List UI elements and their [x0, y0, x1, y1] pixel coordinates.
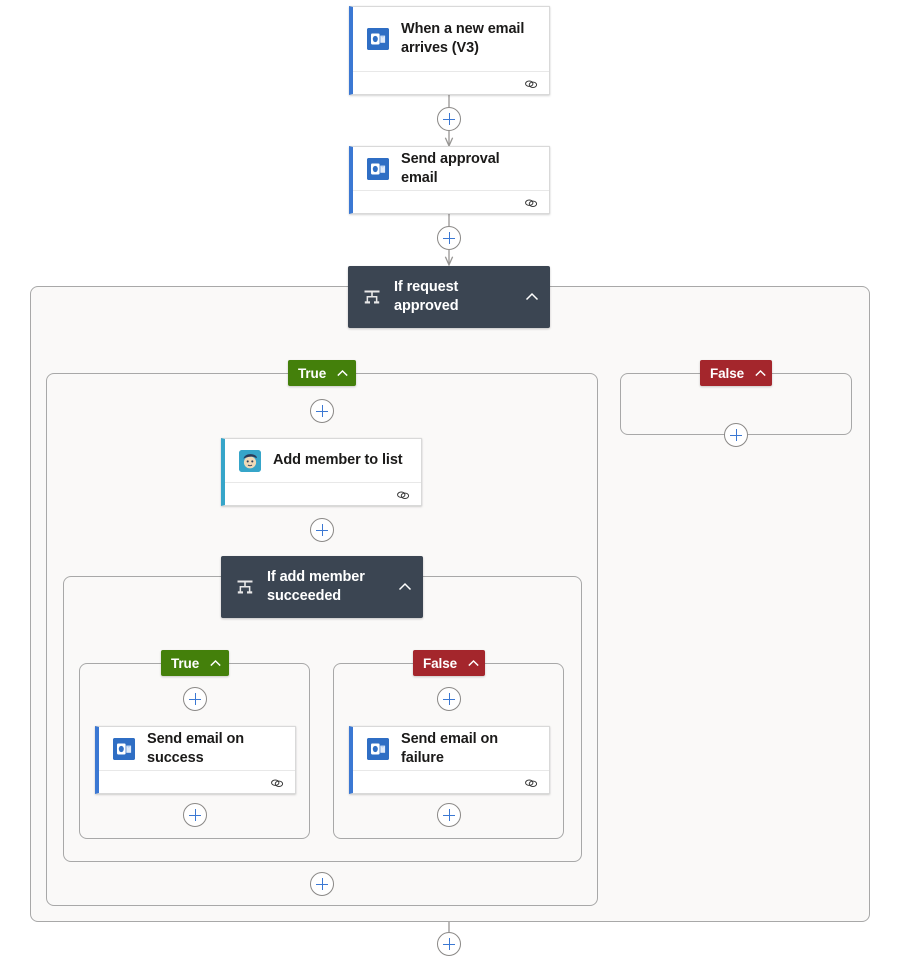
outlook-icon: [367, 157, 389, 180]
branch-label: True: [298, 365, 327, 381]
card-footer: [225, 482, 421, 505]
card-title: When a new email arrives (V3): [401, 21, 525, 56]
card-title: Send approval email: [401, 150, 500, 186]
link-icon[interactable]: [270, 776, 284, 788]
action-card-when-a-new-email-arrives[interactable]: When a new email arrives (V3): [349, 6, 550, 95]
card-header: Send email on success: [99, 727, 295, 770]
chevron-up-icon[interactable]: [466, 656, 481, 671]
outlook-icon: [113, 737, 135, 760]
card-title: Send email on failure: [401, 730, 498, 766]
add-button-after-send-email-on-success[interactable]: [183, 803, 207, 827]
branch-badge-outer-true[interactable]: True: [288, 360, 356, 386]
add-button-after-send-approval-email[interactable]: [437, 226, 461, 250]
card-footer: [99, 770, 295, 793]
branch-label: False: [710, 365, 745, 381]
branch-badge-inner-true[interactable]: True: [161, 650, 229, 676]
card-header: When a new email arrives (V3): [353, 7, 549, 71]
card-header: Add member to list: [225, 439, 421, 482]
add-button-after-add-member[interactable]: [310, 518, 334, 542]
card-title: Add member to list: [273, 452, 403, 468]
card-header: Send email on failure: [353, 727, 549, 770]
link-icon[interactable]: [396, 488, 410, 500]
condition-node-if-request-approved[interactable]: If request approved: [348, 266, 550, 328]
branch-label: True: [171, 655, 200, 671]
branch-badge-outer-false[interactable]: False: [700, 360, 772, 386]
add-button-after-inner-condition[interactable]: [310, 872, 334, 896]
card-footer: [353, 770, 549, 793]
condition-node-if-add-member-succeeded[interactable]: If add member succeeded: [221, 556, 423, 618]
link-icon[interactable]: [524, 196, 538, 208]
action-card-send-email-on-failure[interactable]: Send email on failure: [349, 726, 550, 794]
chevron-up-icon[interactable]: [397, 579, 413, 595]
card-title: Send email on success: [147, 730, 244, 766]
mailchimp-icon: [239, 449, 261, 472]
branch-badge-inner-false[interactable]: False: [413, 650, 485, 676]
condition-title: If add member succeeded: [267, 569, 365, 604]
card-header: Send approval email: [353, 147, 549, 190]
chevron-up-icon[interactable]: [524, 289, 540, 305]
action-card-add-member-to-list[interactable]: Add member to list: [221, 438, 422, 506]
chevron-up-icon[interactable]: [753, 366, 768, 381]
add-button-after-send-email-on-failure[interactable]: [437, 803, 461, 827]
add-button-before-add-member[interactable]: [310, 399, 334, 423]
add-button-after-outer-condition[interactable]: [437, 932, 461, 956]
add-button-before-send-email-on-success[interactable]: [183, 687, 207, 711]
condition-title: If request approved: [394, 279, 459, 314]
link-icon[interactable]: [524, 776, 538, 788]
card-footer: [353, 71, 549, 94]
action-card-send-email-on-success[interactable]: Send email on success: [95, 726, 296, 794]
add-button-after-trigger[interactable]: [437, 107, 461, 131]
card-footer: [353, 190, 549, 213]
add-button-before-send-email-on-failure[interactable]: [437, 687, 461, 711]
action-card-send-approval-email[interactable]: Send approval email: [349, 146, 550, 214]
outlook-icon: [367, 737, 389, 760]
condition-icon: [362, 287, 382, 307]
branch-label: False: [423, 655, 458, 671]
chevron-up-icon[interactable]: [208, 656, 223, 671]
chevron-up-icon[interactable]: [335, 366, 350, 381]
link-icon[interactable]: [524, 77, 538, 89]
add-button-in-outer-false-branch[interactable]: [724, 423, 748, 447]
outlook-icon: [367, 28, 389, 50]
condition-icon: [235, 577, 255, 597]
